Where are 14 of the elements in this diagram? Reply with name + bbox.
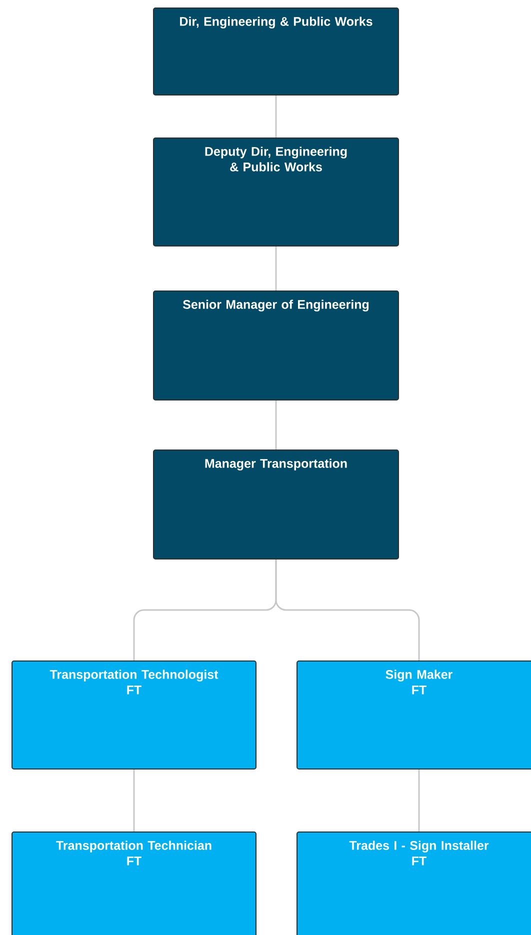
- connector-line: [275, 400, 277, 450]
- connector-line: [418, 770, 420, 832]
- org-box: Manager Transportation: [153, 450, 399, 560]
- org-box: Deputy Dir, Engineering & Public Works: [153, 138, 399, 246]
- org-box: Transportation Technologist FT: [12, 660, 256, 770]
- org-box: Trades I - Sign Installer FT: [296, 832, 531, 935]
- org-box: Dir, Engineering & Public Works: [153, 8, 399, 96]
- connector-line: [275, 246, 277, 290]
- connector-line: [275, 560, 420, 660]
- connector-line: [133, 770, 135, 832]
- org-box: Senior Manager of Engineering: [153, 290, 399, 400]
- connector-line: [275, 96, 277, 138]
- org-box: Sign Maker FT: [296, 660, 531, 770]
- org-box: Transportation Technician FT: [12, 832, 256, 935]
